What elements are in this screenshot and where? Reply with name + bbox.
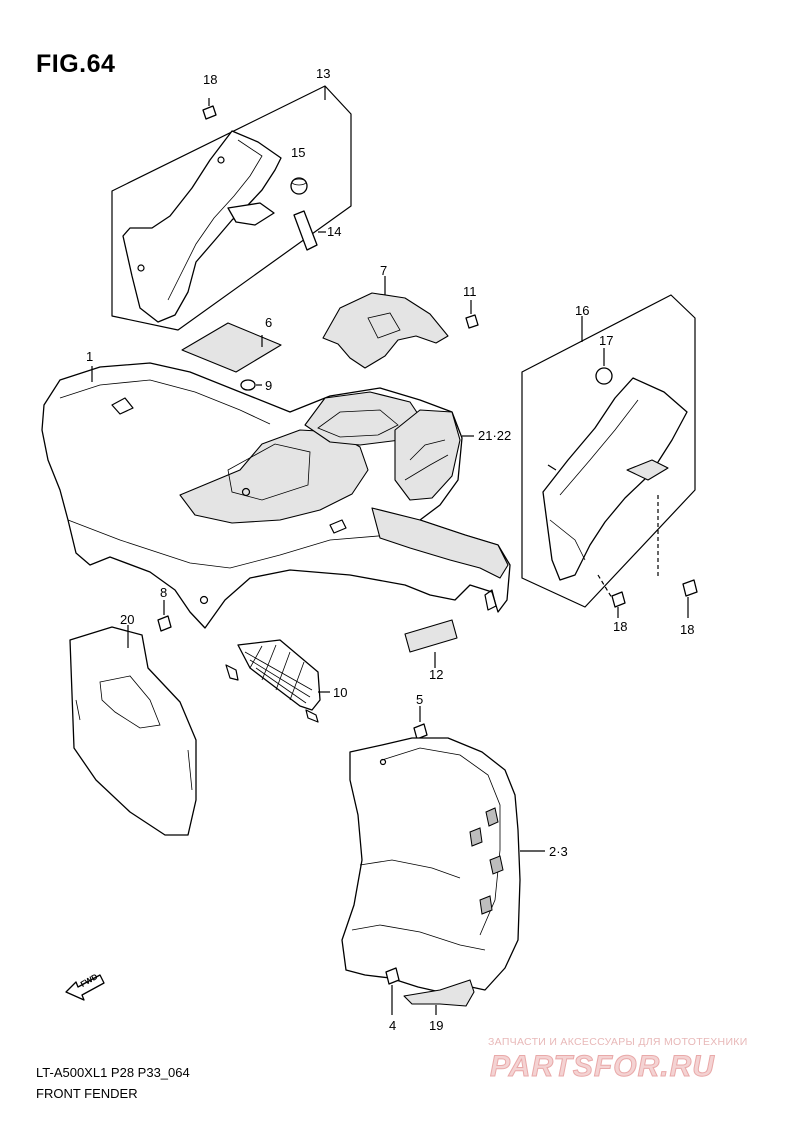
part-14-clip xyxy=(293,210,326,251)
part-9-grommet xyxy=(240,379,262,391)
callout-17: 17 xyxy=(599,333,614,348)
part-16-side-cover xyxy=(542,377,688,581)
callout-12: 12 xyxy=(429,667,444,682)
callout-10: 10 xyxy=(333,685,348,700)
callout-6: 6 xyxy=(265,315,273,330)
callout-4: 4 xyxy=(389,1018,397,1033)
callout-18-right-b: 18 xyxy=(680,622,695,637)
part-17-grommet xyxy=(595,348,613,385)
part-6-plate xyxy=(181,322,282,373)
callout-20: 20 xyxy=(120,612,135,627)
part-19-strip xyxy=(403,979,475,1015)
part-13-side-cover xyxy=(122,130,282,323)
callout-2-3: 2·3 xyxy=(549,844,568,859)
callout-1: 1 xyxy=(86,349,94,364)
part-15-grommet xyxy=(290,177,308,195)
callout-18-top: 18 xyxy=(203,72,218,87)
callout-9: 9 xyxy=(265,378,273,393)
callout-7: 7 xyxy=(380,263,388,278)
assembly-box-16 xyxy=(521,294,696,608)
callout-15: 15 xyxy=(291,145,306,160)
callout-5: 5 xyxy=(416,692,424,707)
callout-21-22: 21·22 xyxy=(478,428,512,443)
watermark-tagline: ЗАПЧАСТИ И АКСЕССУАРЫ ДЛЯ МОТОТЕХНИКИ xyxy=(488,1036,748,1048)
model-code: LT-A500XL1 P28 P33_064 xyxy=(36,1065,190,1080)
part-18-bolt-right-b xyxy=(682,579,698,618)
callout-18-right-a: 18 xyxy=(613,619,628,634)
part-1-front-fender xyxy=(41,362,511,629)
part-12-pad xyxy=(404,619,458,668)
part-18-bolt-top xyxy=(202,98,217,120)
section-name: FRONT FENDER xyxy=(36,1086,138,1101)
watermark-logo: PARTSFOR.RU xyxy=(490,1050,715,1084)
part-8-bolt xyxy=(157,600,172,632)
callout-11: 11 xyxy=(463,284,477,299)
part-18-bolt-right-a xyxy=(611,591,626,618)
part-10-grille xyxy=(225,639,330,723)
figure-title: FIG.64 xyxy=(36,50,116,78)
part-7-cover xyxy=(322,276,449,369)
part-20-mud-guard xyxy=(69,625,197,836)
fwd-arrow-icon xyxy=(65,974,105,1001)
part-2-3-inner-fender xyxy=(341,737,545,993)
callout-16: 16 xyxy=(575,303,590,318)
assembly-box-13 xyxy=(111,85,352,331)
callout-13: 13 xyxy=(316,66,331,81)
part-5-bolt xyxy=(413,706,428,740)
part-11-bolt xyxy=(465,300,479,329)
part-4-bolt xyxy=(385,967,400,1015)
callout-14: 14 xyxy=(327,224,342,239)
callout-8: 8 xyxy=(160,585,168,600)
callout-19: 19 xyxy=(429,1018,444,1033)
